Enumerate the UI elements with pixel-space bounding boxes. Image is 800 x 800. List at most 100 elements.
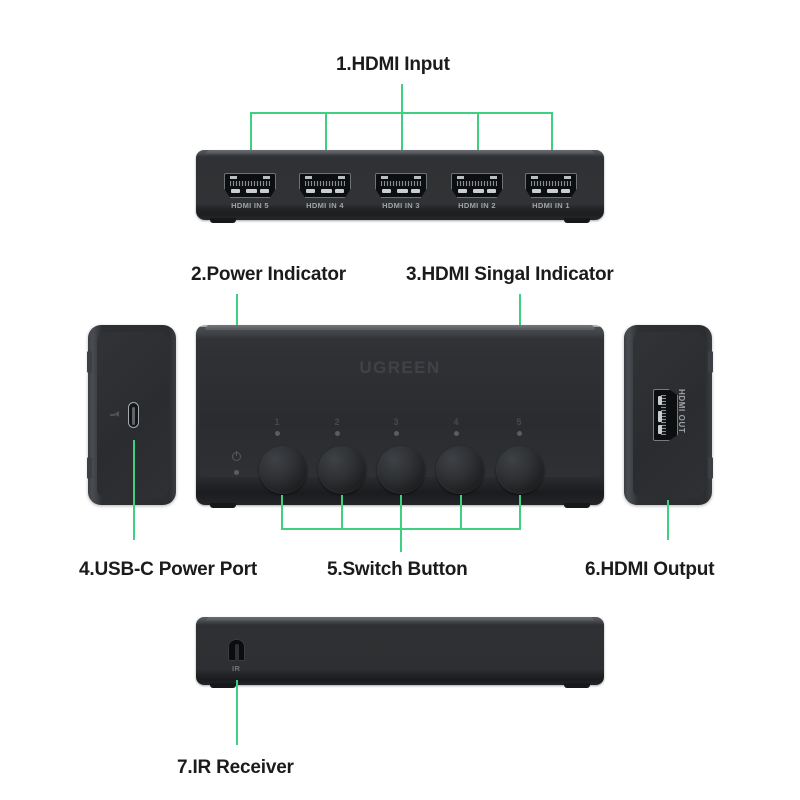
side-panel-nub-top: [87, 351, 92, 373]
leader-line-switch-button-2: [341, 495, 343, 529]
hdmi-port-pins: [531, 181, 571, 186]
hdmi-port-notch-left: [457, 176, 464, 179]
hdmi-port-notch-right: [490, 176, 497, 179]
side-panel-nub-bottom: [87, 457, 92, 479]
hdmi-port-tab-center: [547, 189, 558, 193]
ugreen-brand-logo: UGREEN: [359, 358, 441, 377]
right-side-panel-device: HDMI OUT: [624, 325, 713, 505]
hdmi-port-pins: [230, 181, 270, 186]
signal-indicator-led-1: [275, 431, 280, 436]
hdmi-out-port-tab-top: [658, 396, 662, 405]
hdmi-port-pins: [457, 181, 497, 186]
side-panel-nub-top: [708, 351, 713, 373]
leader-line-usb-c-power-port: [133, 440, 135, 540]
device-foot-right: [564, 683, 590, 688]
device-foot-left: [210, 218, 236, 223]
switch-button-number-2: 2: [334, 417, 340, 427]
switch-button-number-1: 1: [274, 417, 280, 427]
leader-line-switch-button-1: [281, 495, 283, 529]
hdmi-port-notch-left: [230, 176, 237, 179]
hdmi-port-tab-left: [231, 189, 240, 193]
hdmi-port-pins: [381, 181, 421, 186]
leader-line-ir-receiver: [236, 680, 238, 745]
switch-button-5[interactable]: [496, 446, 544, 494]
switch-button-number-3: 3: [393, 417, 399, 427]
device-foot-left: [210, 683, 236, 688]
hdmi-port-notch-left: [381, 176, 388, 179]
ir-panel-device: IR: [196, 617, 604, 688]
signal-indicator-led-4: [454, 431, 459, 436]
hdmi-port-tab-right: [411, 189, 420, 193]
hdmi-port-tab-center: [397, 189, 408, 193]
hdmi-out-port-tab-center: [658, 411, 662, 422]
hdmi-port-notch-right: [564, 176, 571, 179]
hdmi-port-notch-right: [414, 176, 421, 179]
switch-button-number-5: 5: [516, 417, 522, 427]
hdmi-out-port-pins: [661, 395, 666, 435]
rear-panel-bevel: [206, 150, 594, 154]
device-foot-left: [210, 503, 236, 508]
leader-line-hdmi-in-3: [401, 112, 403, 174]
hdmi-port-pins: [305, 181, 345, 186]
hdmi-port-notch-left: [531, 176, 538, 179]
hdmi-port-tab-center: [473, 189, 484, 193]
callout-switch-button: 5.Switch Button: [327, 559, 468, 580]
callout-signal-indicator: 3.HDMI Singal Indicator: [406, 264, 614, 285]
signal-indicator-led-2: [335, 431, 340, 436]
hdmi-port-tab-left: [306, 189, 315, 193]
hdmi-out-port-tab-bottom: [658, 425, 662, 434]
switch-button-2[interactable]: [318, 446, 366, 494]
leader-line-switch-button-4: [460, 495, 462, 529]
hdmi-port-notch-right: [263, 176, 270, 179]
leader-line-hdmi-in-4: [325, 112, 327, 174]
hdmi-in-port-label-4: HDMI IN 4: [306, 201, 344, 210]
usb-c-arrow-tail-icon: [110, 414, 115, 416]
hdmi-port-tab-left: [532, 189, 541, 193]
callout-ir-receiver: 7.IR Receiver: [177, 757, 294, 778]
hdmi-port-tab-center: [246, 189, 257, 193]
hdmi-in-port-2[interactable]: [451, 173, 503, 198]
usb-c-arrow-icon: [114, 411, 119, 417]
leader-line-hdmi-output: [667, 500, 669, 540]
hdmi-in-port-label-3: HDMI IN 3: [382, 201, 420, 210]
leader-line-hdmi-in-1: [551, 112, 553, 174]
front-panel-bevel: [205, 325, 595, 330]
leader-line-switch-button-stem: [400, 528, 402, 552]
hdmi-in-port-label-5: HDMI IN 5: [231, 201, 269, 210]
switch-button-1[interactable]: [259, 446, 307, 494]
callout-hdmi-input: 1.HDMI Input: [336, 54, 450, 75]
hdmi-port-tab-right: [260, 189, 269, 193]
hdmi-in-port-3[interactable]: [375, 173, 427, 198]
hdmi-port-tab-right: [487, 189, 496, 193]
device-foot-right: [564, 503, 590, 508]
usb-c-port[interactable]: [128, 402, 139, 428]
ir-panel-bevel: [206, 617, 594, 621]
hdmi-port-notch-right: [338, 176, 345, 179]
power-indicator-led: [234, 470, 239, 475]
device-foot-right: [564, 218, 590, 223]
switch-button-4[interactable]: [436, 446, 484, 494]
hdmi-port-tab-right: [561, 189, 570, 193]
rear-panel-device: HDMI IN 5 HDMI IN 4 HDMI IN 3: [196, 150, 604, 223]
signal-indicator-led-3: [394, 431, 399, 436]
leader-line-hdmi-in-2: [477, 112, 479, 174]
hdmi-port-tab-left: [382, 189, 391, 193]
hdmi-in-port-5[interactable]: [224, 173, 276, 198]
leader-line-hdmi-input-stem: [401, 84, 403, 113]
left-side-panel-device: [87, 325, 176, 505]
signal-indicator-led-5: [517, 431, 522, 436]
hdmi-out-port[interactable]: [653, 389, 678, 441]
hdmi-port-tab-right: [335, 189, 344, 193]
ir-receiver-jack[interactable]: [228, 639, 245, 661]
switch-button-number-4: 4: [453, 417, 459, 427]
leader-line-switch-button-5: [519, 495, 521, 529]
hdmi-in-port-1[interactable]: [525, 173, 577, 198]
leader-line-hdmi-in-5: [250, 112, 252, 174]
power-symbol-icon: [232, 450, 241, 461]
hdmi-in-port-4[interactable]: [299, 173, 351, 198]
side-panel-nub-bottom: [708, 457, 713, 479]
hdmi-out-port-label: HDMI OUT: [677, 389, 686, 434]
hdmi-port-tab-center: [321, 189, 332, 193]
switch-button-3[interactable]: [377, 446, 425, 494]
